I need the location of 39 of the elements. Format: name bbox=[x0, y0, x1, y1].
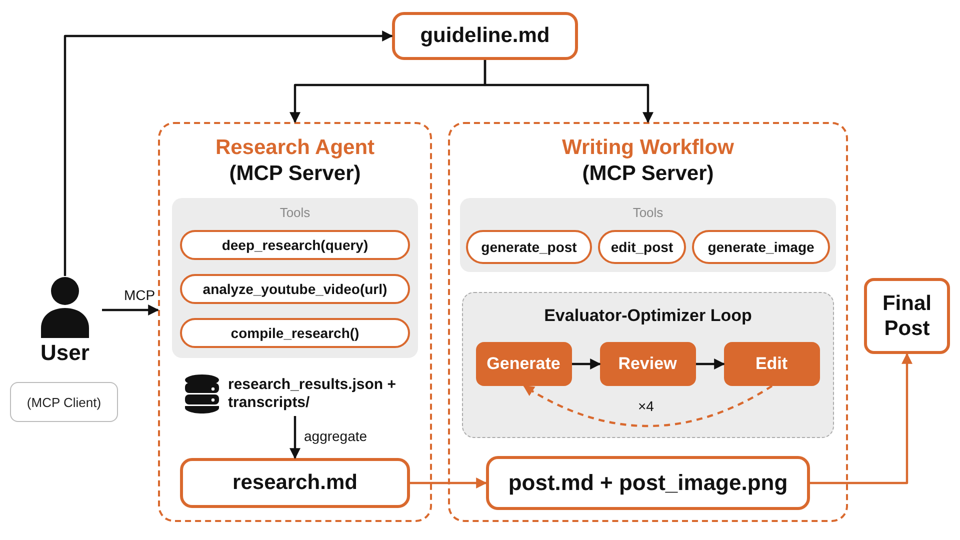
server-subtitle: (MCP Server) bbox=[228, 162, 362, 186]
output-box: Final Post bbox=[864, 278, 950, 354]
tools-panel bbox=[172, 198, 418, 358]
tool-pill: compile_research() bbox=[180, 318, 410, 348]
server-container bbox=[448, 122, 848, 522]
user-label: User bbox=[40, 340, 90, 366]
step-box: Review bbox=[600, 342, 696, 386]
arrow bbox=[572, 358, 602, 370]
server-title: Research Agent bbox=[214, 136, 376, 160]
file-box: guideline.md bbox=[392, 12, 578, 60]
loop-panel bbox=[462, 292, 834, 438]
panel-title: Tools bbox=[632, 205, 664, 220]
step-box: Edit bbox=[724, 342, 820, 386]
panel-title: Evaluator-Optimizer Loop bbox=[543, 306, 753, 326]
step-box: Generate bbox=[476, 342, 572, 386]
tool-pill: edit_post bbox=[598, 230, 686, 264]
server-title: Writing Workflow bbox=[561, 136, 735, 160]
server-container bbox=[158, 122, 432, 522]
edge-label: ×4 bbox=[636, 398, 656, 414]
file-box: research.md bbox=[180, 458, 410, 508]
arrow bbox=[484, 60, 654, 124]
tool-pill: deep_research(query) bbox=[180, 230, 410, 260]
arrow bbox=[696, 358, 726, 370]
dashed-arrow bbox=[523, 385, 773, 428]
edge-label: MCP bbox=[122, 287, 158, 303]
tool-pill: generate_image bbox=[692, 230, 830, 264]
arrow bbox=[290, 416, 300, 460]
arrow bbox=[410, 478, 488, 488]
arrow bbox=[64, 30, 394, 276]
panel-title: Tools bbox=[278, 205, 312, 220]
file-box: post.md + post_image.png bbox=[486, 456, 810, 510]
data-label: research_results.json + transcripts/ bbox=[228, 376, 398, 412]
server-subtitle: (MCP Server) bbox=[581, 162, 715, 186]
tool-pill: analyze_youtube_video(url) bbox=[180, 274, 410, 304]
tools-panel bbox=[460, 198, 836, 272]
arrow bbox=[810, 352, 912, 484]
arrow bbox=[102, 304, 160, 316]
client-box: (MCP Client) bbox=[10, 382, 118, 422]
tool-pill: generate_post bbox=[466, 230, 592, 264]
